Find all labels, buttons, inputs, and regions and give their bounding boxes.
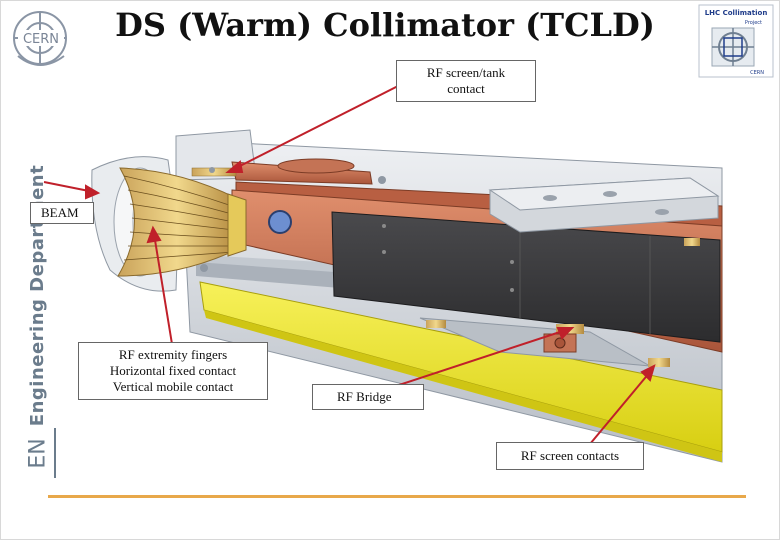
lhc-logo-line3: CERN (750, 70, 764, 76)
callout-fingers-line3: Vertical mobile contact (112, 379, 234, 394)
callout-fingers-line2: Horizontal fixed contact (109, 363, 237, 378)
callout-rf-tank-line1: RF screen/tank (426, 65, 506, 80)
lhc-logo-line1: LHC Collimation (705, 9, 768, 17)
slide-title: DS (Warm) Collimator (TCLD) (115, 6, 655, 44)
arrow-rf-screen-head (640, 364, 656, 382)
arrow-rf-bridge-head (556, 327, 575, 340)
callout-beam-label: BEAM (41, 205, 79, 220)
footer-rule (48, 495, 746, 498)
callout-rf-extremity-fingers: RF extremity fingers Horizontal fixed co… (78, 342, 268, 400)
callout-rf-tank-line2: contact (447, 81, 485, 96)
rf-extremity-fingers (91, 156, 247, 292)
cern-logo: CERN (13, 11, 67, 66)
lhc-collimation-logo: LHC Collimation Project CERN (698, 4, 774, 78)
callout-screen-label: RF screen contacts (520, 448, 620, 463)
arrow-beam-head (85, 184, 101, 200)
lhc-logo-line2: Project (745, 20, 762, 26)
callout-rf-bridge: RF Bridge (312, 384, 424, 410)
arrow-rf-tank-head (225, 160, 244, 173)
top-mounting-plate (488, 177, 720, 246)
callout-rf-screen-tank: RF screen/tank contact (396, 60, 536, 102)
jaw-assembly (231, 189, 723, 353)
en-label: EN (22, 428, 56, 478)
arrow-rf-bridge (395, 329, 567, 387)
crosshair-icon (711, 27, 755, 67)
callout-rf-screen-contacts: RF screen contacts (496, 442, 644, 470)
callout-beam: BEAM (30, 202, 94, 224)
arrow-rf-tank (231, 85, 399, 171)
callout-fingers-line1: RF extremity fingers (118, 347, 228, 362)
arrow-rf-screen (589, 371, 651, 445)
callout-bridge-label: RF Bridge (337, 389, 392, 404)
arrow-fingers (153, 233, 173, 345)
arrow-fingers-head (146, 225, 162, 244)
tank-fasteners (200, 167, 386, 272)
cern-logo-text: CERN (23, 32, 59, 47)
